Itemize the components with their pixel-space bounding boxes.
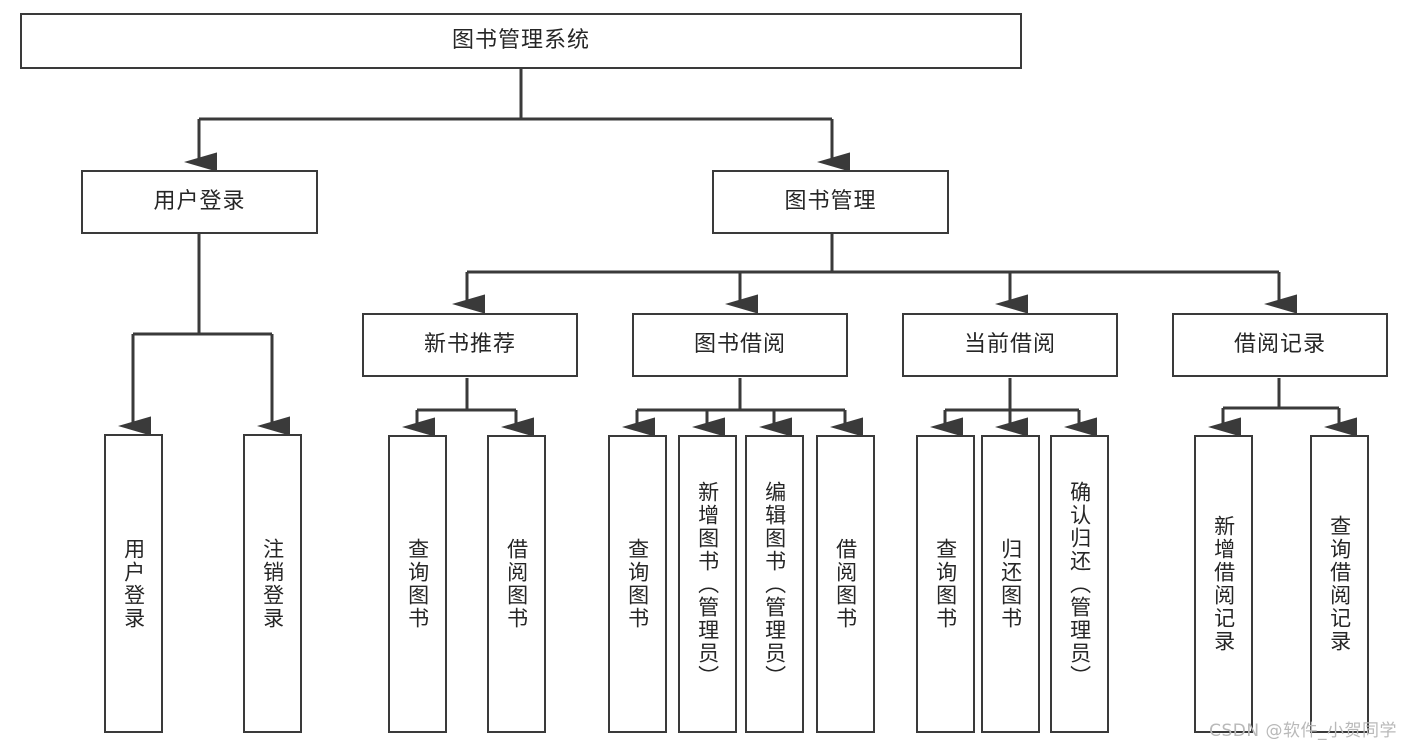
leaf-current-borrow-1[interactable]: 查询图书 — [916, 435, 975, 733]
watermark-text: CSDN @软件_小贺同学 — [1209, 721, 1397, 741]
leaf-current-borrow-1-label: 查询图书 — [933, 538, 958, 630]
leaf-borrow-record-2-label: 查询借阅记录 — [1327, 515, 1352, 653]
node-book-management-label: 图书管理 — [784, 188, 877, 214]
node-user-login[interactable]: 用户登录 — [81, 170, 318, 234]
node-user-login-label: 用户登录 — [153, 188, 246, 214]
node-current-borrow-label: 当前借阅 — [963, 331, 1056, 357]
node-root-label: 图书管理系统 — [451, 27, 590, 53]
leaf-book-borrow-1-label: 查询图书 — [625, 538, 650, 630]
leaf-book-borrow-4-label: 借阅图书 — [833, 538, 858, 630]
leaf-borrow-record-1[interactable]: 新增借阅记录 — [1194, 435, 1253, 733]
node-root[interactable]: 图书管理系统 — [20, 13, 1022, 69]
leaf-user-login-2-label: 注销登录 — [260, 537, 285, 630]
node-book-management[interactable]: 图书管理 — [712, 170, 949, 234]
node-book-borrow-label: 图书借阅 — [693, 331, 786, 357]
node-borrow-record-label: 借阅记录 — [1233, 331, 1326, 357]
leaf-borrow-record-1-label: 新增借阅记录 — [1211, 515, 1236, 653]
leaf-current-borrow-3[interactable]: 确认归还（管理员） — [1050, 435, 1109, 733]
leaf-current-borrow-3-label: 确认归还（管理员） — [1067, 480, 1092, 688]
node-book-borrow[interactable]: 图书借阅 — [632, 313, 848, 377]
node-current-borrow[interactable]: 当前借阅 — [902, 313, 1118, 377]
leaf-new-book-1-label: 查询图书 — [405, 538, 430, 630]
leaf-user-login-2[interactable]: 注销登录 — [243, 434, 302, 733]
leaf-book-borrow-3[interactable]: 编辑图书（管理员） — [745, 435, 804, 733]
leaf-book-borrow-1[interactable]: 查询图书 — [608, 435, 667, 733]
leaf-user-login-1[interactable]: 用户登录 — [104, 434, 163, 733]
leaf-new-book-2-label: 借阅图书 — [504, 538, 529, 630]
leaf-book-borrow-4[interactable]: 借阅图书 — [816, 435, 875, 733]
node-new-book-recommend-label: 新书推荐 — [423, 331, 516, 357]
leaf-new-book-2[interactable]: 借阅图书 — [487, 435, 546, 733]
leaf-book-borrow-2[interactable]: 新增图书（管理员） — [678, 435, 737, 733]
leaf-current-borrow-2[interactable]: 归还图书 — [981, 435, 1040, 733]
leaf-current-borrow-2-label: 归还图书 — [998, 538, 1023, 630]
node-borrow-record[interactable]: 借阅记录 — [1172, 313, 1388, 377]
leaf-new-book-1[interactable]: 查询图书 — [388, 435, 447, 733]
leaf-user-login-1-label: 用户登录 — [121, 537, 146, 630]
leaf-book-borrow-3-label: 编辑图书（管理员） — [762, 480, 787, 688]
node-new-book-recommend[interactable]: 新书推荐 — [362, 313, 578, 377]
leaf-book-borrow-2-label: 新增图书（管理员） — [695, 480, 720, 688]
leaf-borrow-record-2[interactable]: 查询借阅记录 — [1310, 435, 1369, 733]
